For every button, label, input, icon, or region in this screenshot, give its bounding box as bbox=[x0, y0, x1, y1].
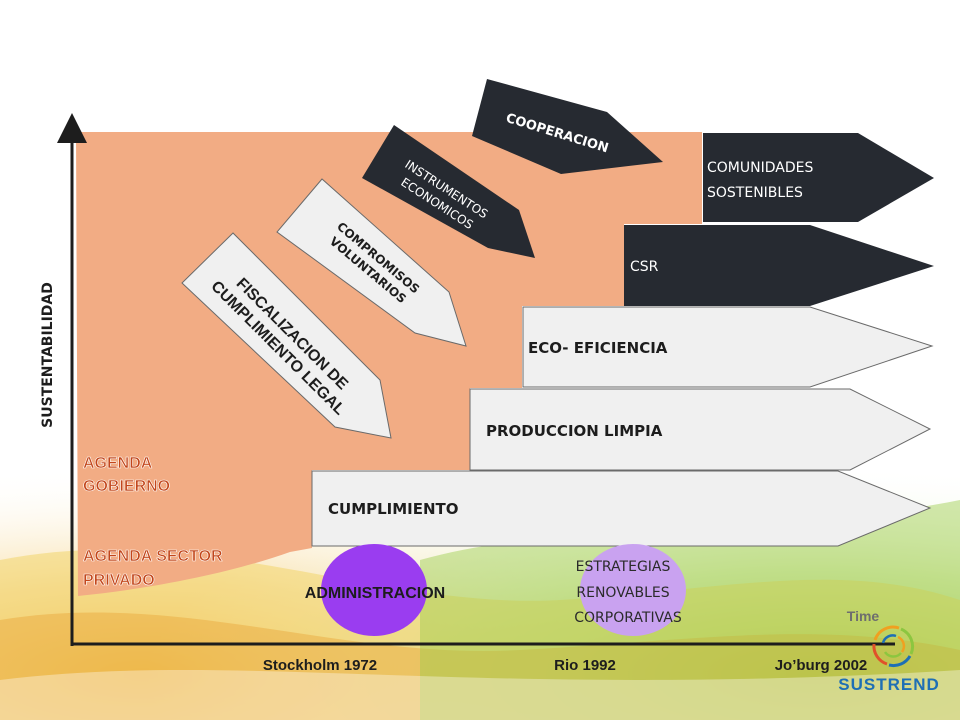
arrow-cooperacion bbox=[472, 79, 663, 174]
label-estrategias-3: CORPORATIVAS bbox=[574, 610, 682, 626]
label-comunidades-1: COMUNIDADES bbox=[707, 160, 813, 176]
label-estrategias-2: RENOVABLES bbox=[576, 585, 669, 601]
label-produccion-limpia: PRODUCCION LIMPIA bbox=[486, 422, 663, 440]
label-cumplimiento: CUMPLIMIENTO bbox=[328, 500, 459, 518]
arrow-eco-eficiencia bbox=[522, 306, 934, 388]
agenda-privado-1: AGENDA SECTOR bbox=[83, 548, 223, 565]
label-estrategias-1: ESTRATEGIAS bbox=[576, 559, 671, 575]
label-comunidades-2: SOSTENIBLES bbox=[707, 185, 803, 201]
logo-text: SUSTREND bbox=[838, 675, 940, 694]
logo-swirl-icon bbox=[872, 625, 915, 668]
arrow-csr bbox=[624, 225, 934, 306]
arrow-cumplimiento bbox=[311, 470, 932, 547]
arrow-compromisos bbox=[276, 178, 467, 347]
label-csr: CSR bbox=[630, 259, 659, 275]
agenda-gobierno-2: GOBIERNO bbox=[83, 478, 170, 495]
milestone-joburg: Jo’burg 2002 bbox=[775, 657, 868, 674]
circle-administracion bbox=[321, 544, 427, 636]
milestone-stockholm: Stockholm 1972 bbox=[263, 657, 377, 674]
arrow-fiscalizacion bbox=[181, 232, 392, 439]
arrow-produccion-limpia bbox=[469, 388, 932, 471]
circle-estrategias bbox=[580, 544, 686, 636]
label-eco-eficiencia: ECO- EFICIENCIA bbox=[528, 339, 668, 357]
milestone-rio: Rio 1992 bbox=[554, 657, 616, 674]
label-administracion: ADMINISTRACION bbox=[305, 585, 445, 602]
time-label: Time bbox=[847, 608, 880, 624]
sustrend-logo: SUSTREND bbox=[838, 625, 940, 694]
y-axis-label: SUSTENTABILIDAD bbox=[40, 282, 56, 428]
agenda-gobierno-1: AGENDA bbox=[83, 455, 153, 472]
agenda-privado-2: PRIVADO bbox=[83, 572, 155, 589]
arrow-comunidades bbox=[703, 133, 934, 222]
arrow-instrumentos bbox=[362, 125, 535, 258]
